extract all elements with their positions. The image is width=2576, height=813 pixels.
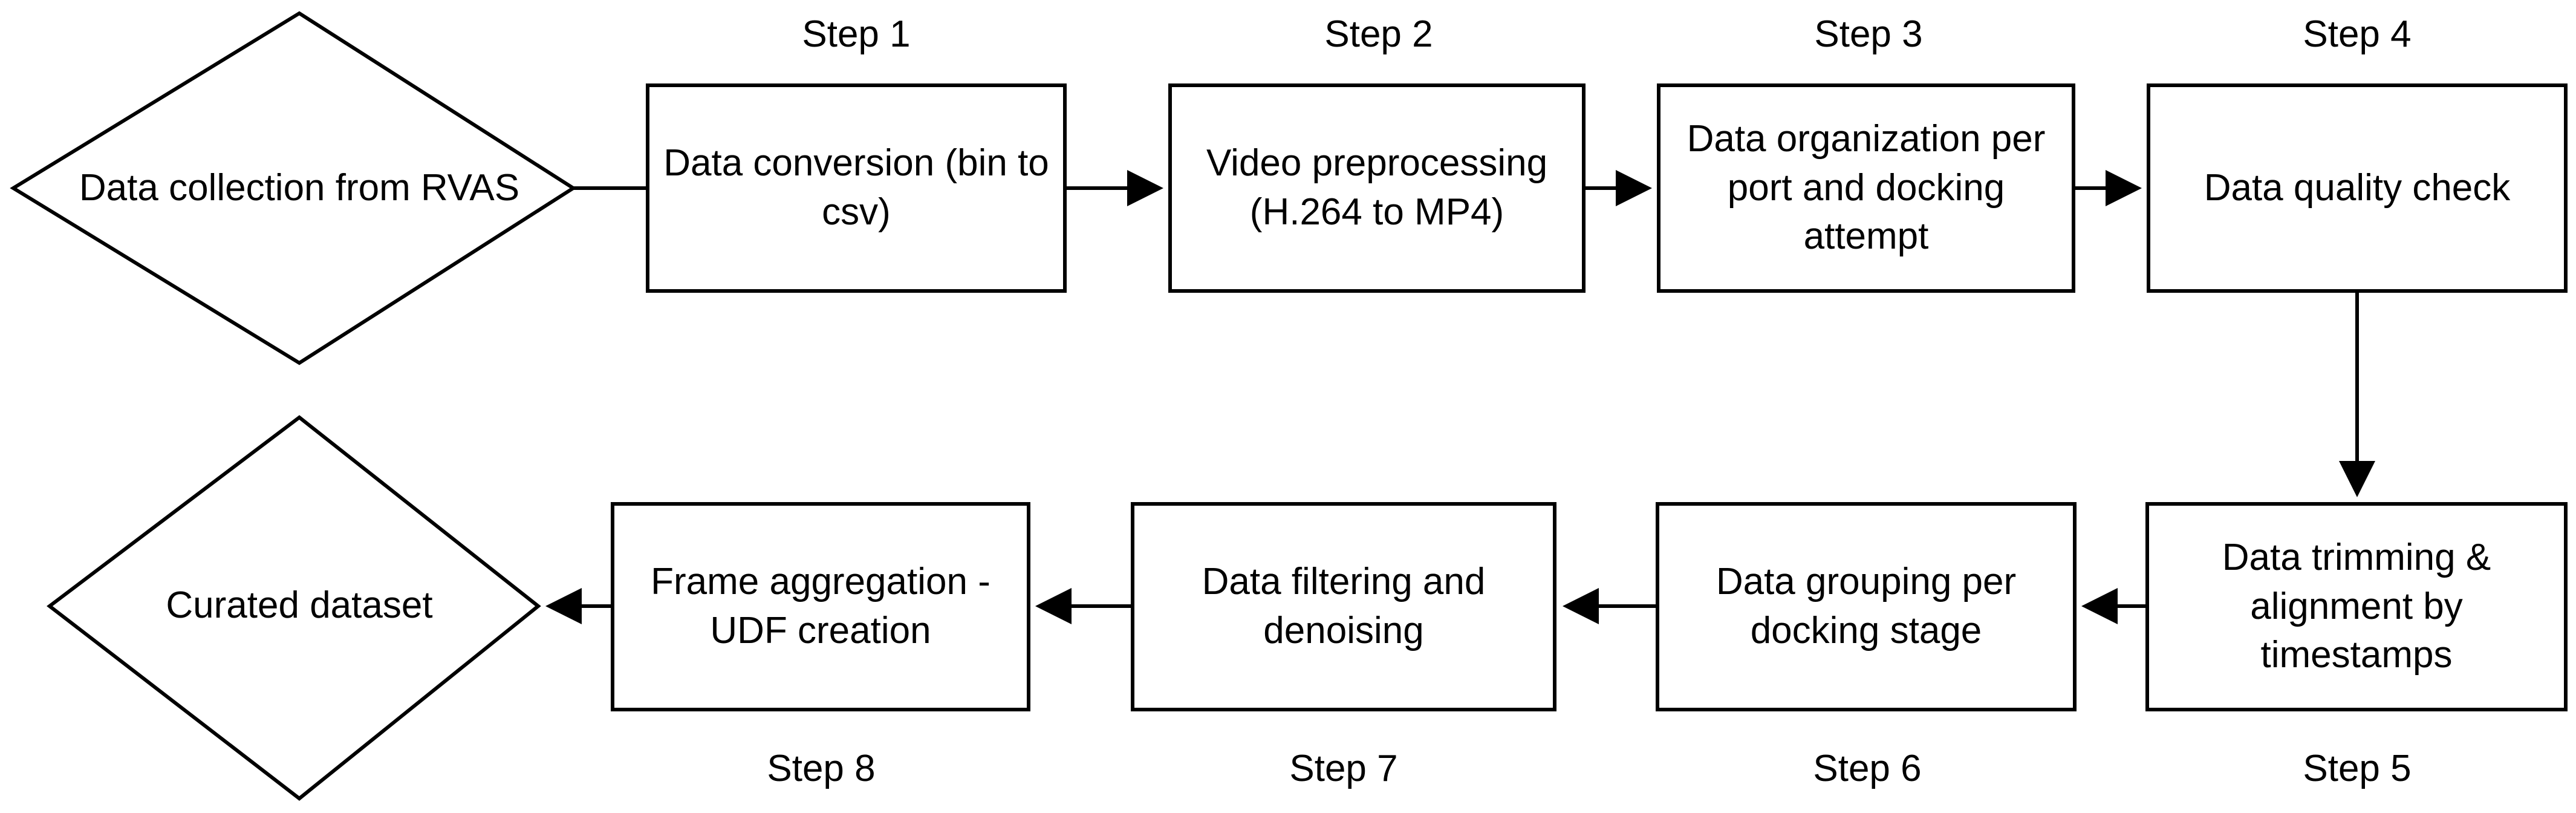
step8-number: Step 8: [767, 748, 876, 789]
step2-number: Step 2: [1324, 13, 1433, 55]
end-label: Curated dataset: [166, 584, 433, 626]
start-diamond: [10, 11, 577, 365]
step4-number: Step 4: [2303, 13, 2412, 55]
start-label: Data collection from RVAS: [79, 167, 520, 209]
step3-number: Step 3: [1814, 13, 1923, 55]
step6-number: Step 6: [1813, 748, 1922, 789]
step1-box: Data conversion (bin to csv): [646, 83, 1067, 293]
step2-box: Video preprocessing (H.264 to MP4): [1168, 83, 1586, 293]
step8-box: Frame aggregation - UDF creation: [611, 502, 1030, 711]
step5-number: Step 5: [2303, 748, 2412, 789]
step1-number: Step 1: [802, 13, 911, 55]
step6-box: Data grouping per docking stage: [1656, 502, 2077, 711]
step4-box: Data quality check: [2147, 83, 2568, 293]
step3-box: Data organization per port and docking a…: [1657, 83, 2075, 293]
step5-box: Data trimming & alignment by timestamps: [2145, 502, 2568, 711]
end-diamond: [47, 415, 541, 801]
step7-box: Data filtering and denoising: [1131, 502, 1556, 711]
step7-number: Step 7: [1289, 748, 1398, 789]
